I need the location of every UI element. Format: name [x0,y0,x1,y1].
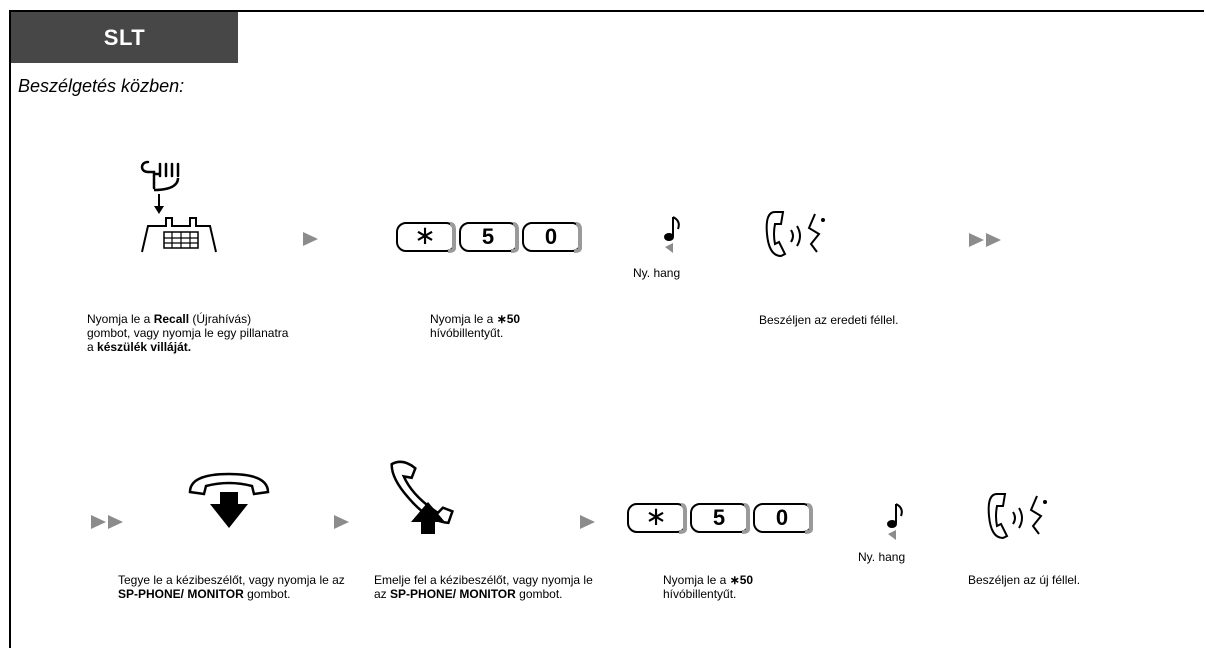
tone-note-icon [664,216,680,253]
arrow-right-icon [580,515,595,529]
caption-bold: SP-PHONE/ MONITOR [118,587,244,601]
tone-label: Ny. hang [633,266,681,280]
feature-code-keys: ∗ 5 0 [627,501,815,535]
talk-icon [987,493,1047,540]
caption-text: (Újrahívás) gombot, vagy nyomja le egy p… [87,312,289,354]
panel-frame [9,10,1204,648]
arrow-right-icon [303,232,318,246]
caption-bold: ∗50 [496,312,521,326]
recall-caption: Nyomja le a Recall (Újrahívás) gombot, v… [87,312,297,354]
keypad-keys-graphic [627,503,813,534]
double-arrow-icon [91,515,123,529]
arrow-right-icon [334,515,349,529]
on-hook-icon [188,472,270,528]
dial-caption: Nyomja le a ∗50 hívóbillentyűt. [430,312,570,340]
talk-caption: Beszéljen az új féllel. [968,573,1081,587]
caption-text: gombot. [243,587,291,601]
key-star: ∗ [414,220,436,250]
caption-bold: Recall [153,312,190,326]
caption-text: Emelje fel a kézibeszélőt, vagy nyomja l… [374,573,593,601]
caption-text: gombot. [515,587,563,601]
caption-bold: készülék villáját. [97,340,192,354]
key-5: 5 [481,224,495,249]
caption-text: hívóbillentyűt. [430,326,504,340]
key-5: 5 [712,505,726,530]
caption-text: Nyomja le a [430,312,497,326]
tab-label: SLT [103,24,146,50]
dial-caption: Nyomja le a ∗50 hívóbillentyűt. [663,573,803,601]
caption-text: hívóbillentyűt. [663,587,737,601]
talk-icon [765,211,825,258]
flash-hook-icon [140,160,217,253]
feature-code-keys: ∗ 5 0 [396,220,584,254]
caption-text: Tegye le a kézibeszélőt, vagy nyomja le … [118,573,345,587]
caption-text: Nyomja le a [87,312,154,326]
hangup-caption: Tegye le a kézibeszélőt, vagy nyomja le … [118,573,348,601]
caption-bold: SP-PHONE/ MONITOR [390,587,516,601]
keypad-keys-graphic [396,222,582,253]
device-tab: SLT [11,12,238,63]
subtitle: Beszélgetés közben: [18,76,185,96]
caption-text: Nyomja le a [663,573,730,587]
double-arrow-icon [969,233,1001,247]
talk-caption: Beszéljen az eredeti féllel. [759,313,899,327]
tone-label: Ny. hang [858,550,906,564]
caption-bold: ∗50 [729,573,754,587]
key-0: 0 [544,224,558,249]
offhook-caption: Emelje fel a kézibeszélőt, vagy nyomja l… [374,573,602,601]
key-0: 0 [775,505,789,530]
tone-note-icon [887,503,903,540]
off-hook-icon [390,460,455,534]
key-star: ∗ [645,501,667,531]
